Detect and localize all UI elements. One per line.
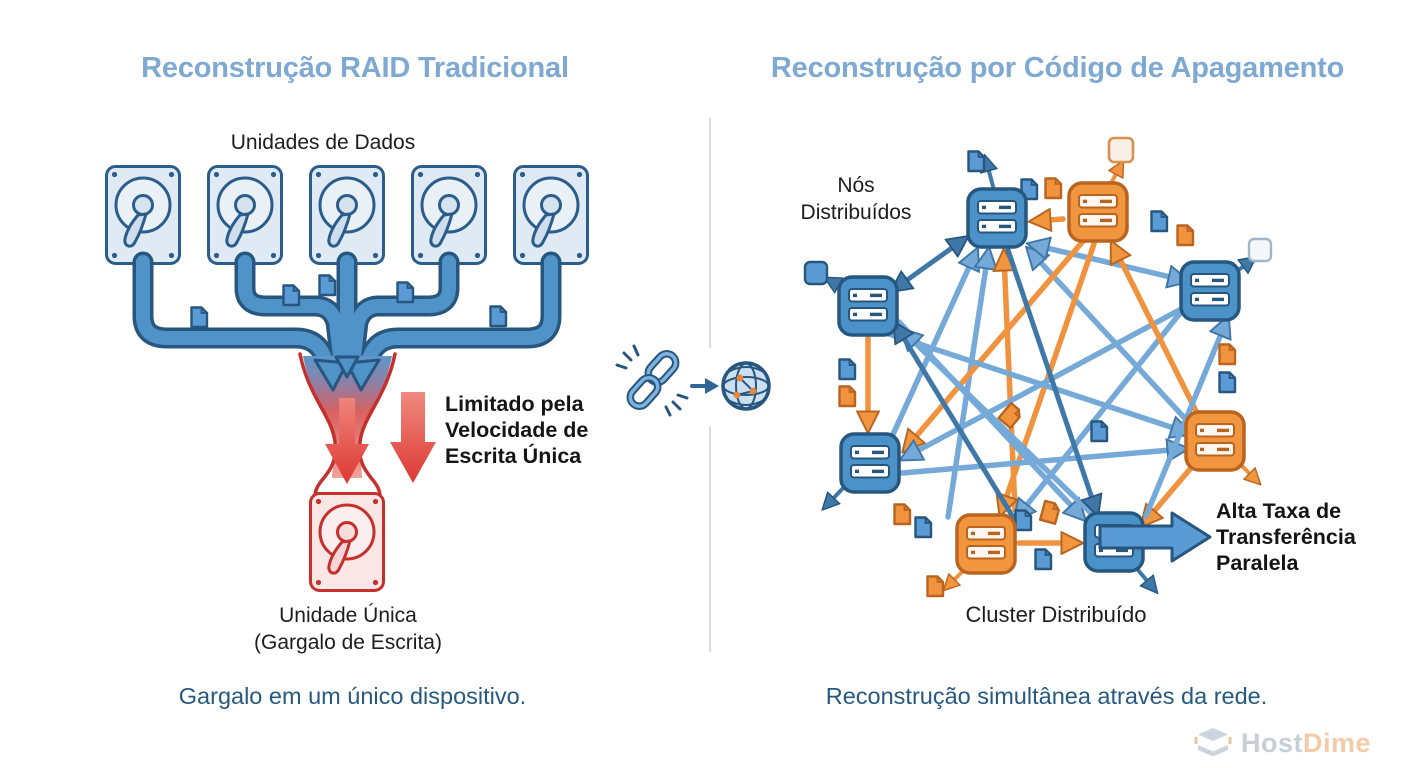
pipe-arrowheads <box>313 355 381 392</box>
bottleneck-note: Limitado pela Velocidade de Escrita Únic… <box>445 392 589 468</box>
node-upper-left <box>837 275 899 337</box>
transition-arrow-icon <box>690 378 719 394</box>
right-caption: Reconstrução simultânea através da rede. <box>825 683 1268 709</box>
node-upper-right <box>1179 260 1241 322</box>
right-title: Reconstrução por Código de Apagamento <box>770 52 1345 84</box>
left-title: Reconstrução RAID Tradicional <box>141 52 569 84</box>
network-globe-icon <box>721 361 771 411</box>
bottleneck-arrow-icon <box>390 392 436 483</box>
throughput-note: Alta Taxa de Transferência Paralela <box>1216 499 1356 575</box>
data-drive-icons <box>105 165 589 265</box>
node-lower-right <box>1184 410 1246 472</box>
broken-chain-icon <box>615 344 689 417</box>
node-top-right <box>1067 181 1129 243</box>
distributed-nodes-label: Nós Distribuídos <box>800 174 912 224</box>
fragment-squares <box>803 136 1273 286</box>
network-arrows <box>868 219 1226 543</box>
hostdime-logo-text: HostDime <box>1241 727 1372 758</box>
node-top-center <box>966 187 1028 249</box>
transition-icons <box>615 344 798 426</box>
hostdime-logo-icon <box>1194 728 1232 757</box>
erasure-network-diagram <box>803 136 1273 598</box>
throughput-arrow-icon <box>1098 511 1212 563</box>
single-drive-icon <box>309 492 385 592</box>
data-drives-label: Unidades de Dados <box>230 131 416 154</box>
left-caption: Gargalo em um único dispositivo. <box>178 683 527 709</box>
cluster-label: Cluster Distribuído <box>965 602 1147 627</box>
single-drive-label: Unidade Única (Gargalo de Escrita) <box>254 604 442 654</box>
node-bottom-left <box>955 513 1017 575</box>
raid-funnel-diagram <box>105 165 589 592</box>
node-lower-left <box>839 432 901 494</box>
funnel-arrow <box>325 398 369 484</box>
hostdime-logo: HostDime <box>1193 726 1371 760</box>
